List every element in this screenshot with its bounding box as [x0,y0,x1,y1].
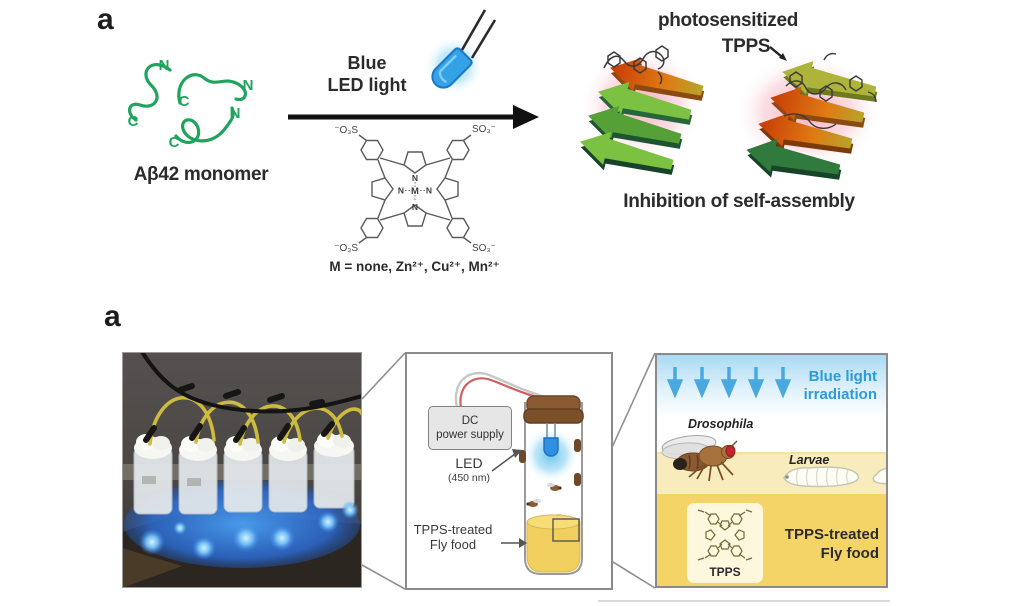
tpps-molecule-card: TPPS [687,503,763,583]
experiment-photo [122,352,362,588]
larva [783,466,860,488]
drosophila-illustration [661,434,738,482]
led-bulb [431,47,473,89]
food-callout-line2: Fly food [429,537,477,552]
terminus-n1: N [159,57,170,74]
led-caption: Blue LED light [310,52,424,96]
atom-n-top: N [412,173,418,183]
food-callout-line1: TPPS-treated [413,522,493,537]
terminus-c2: C [128,113,139,130]
fly-antenna [731,440,738,447]
led-callout-line2: (450 nm) [447,472,490,484]
metal-coordination-bonds [405,182,425,202]
glow-spots [139,501,359,560]
irradiation-label: Blue light irradiation [773,368,877,404]
porphyrin-atoms: N N N N M [398,173,432,212]
atom-n-bottom: N [412,202,418,212]
led-caption-line1: Blue [347,53,387,73]
bound-tpps-molecule [603,45,669,85]
fly-eye [725,445,736,457]
irradiation-line2: irradiation [803,386,877,403]
so3-top-right: SO₃⁻ [472,124,496,135]
atom-n-right: N [426,186,432,196]
terminus-c3: C [169,134,180,151]
sulfonate-labels: ⁻O₃S SO₃⁻ ⁻O₃S SO₃⁻ [334,124,496,254]
so3-bottom-left: ⁻O₃S [334,243,358,254]
cropped-edge-rule [598,600,890,602]
tpps-mini-structure [697,509,753,561]
blue-led-icon [424,9,497,96]
panel-label-top: a [97,3,114,36]
drosophila-label: Drosophila [688,417,754,431]
power-supply-line1: DC [461,415,479,427]
inset-food-label: TPPS-treated Fly food [765,525,879,563]
dc-power-supply: DC power supply [428,406,512,450]
led-inside-vial [543,423,559,457]
sample-vials [133,432,355,515]
so3-bottom-right: SO₃⁻ [472,243,496,254]
food-callout: TPPS-treated Fly food [404,522,502,552]
product-label-line1: photosensitized [657,10,799,31]
irradiation-line1: Blue light [808,368,877,385]
metal-options-note: M = none, Zn²⁺, Cu²⁺, Mn²⁺ [329,259,500,274]
vial-cap [523,395,584,424]
larvae-illustration [783,466,886,488]
fly-legs [688,461,734,482]
power-supply-line2: power supply [436,429,504,441]
led-callout-line1: LED [455,455,483,471]
monomer-label: Aβ42 monomer [133,164,269,185]
blue-light-gradient [657,355,886,417]
bound-tpps-molecule [783,52,877,129]
vial-inset-panel: Blue light irradiation Drosophila Larvae [655,353,888,588]
product-label-line2: TPPS [721,36,771,57]
vial-schematic [454,371,584,575]
larvae-label: Larvae [789,453,830,467]
atom-n-left: N [398,186,404,196]
led-caption-line2: LED light [327,75,407,95]
larva-partial [872,467,886,485]
power-cable [140,352,362,414]
fly-abdomen-tip [673,458,687,470]
zoom-region-marker [552,518,580,542]
porphyrin-skeleton [358,134,472,244]
inset-food-line2: Fly food [820,545,879,562]
inhibition-caption: Inhibition of self-assembly [623,191,855,212]
so3-top-left: ⁻O₃S [334,125,358,136]
fibril-cluster-left [578,45,708,187]
monomer-terminus-letters: N N N C C C [128,57,254,151]
led-callout-arrow [491,449,522,472]
irradiation-arrows [666,367,792,399]
led-lead-wire [460,9,487,51]
tpps-card-label: TPPS [709,565,741,579]
wire-connectors [143,383,335,443]
led-callout: LED (450 nm) [438,456,500,486]
fibril-cluster-right [734,52,882,192]
atom-metal: M [411,186,419,197]
terminus-n2: N [243,77,254,94]
terminus-c1: C [179,93,190,110]
monomer-chain [128,63,247,145]
terminus-n3: N [230,105,241,122]
inset-food-line1: TPPS-treated [784,526,879,543]
ab42-monomer-illustration: N N N C C C [128,57,254,151]
food-callout-arrow [501,538,527,548]
reaction-arrow [288,105,539,129]
tpps-structure: N N N N M ⁻O₃S SO₃⁻ ⁻O₃S SO₃⁻ [334,124,496,254]
power-wires [454,371,555,409]
led-lead-wire [470,19,497,59]
panel-label-bottom: a [104,300,121,333]
